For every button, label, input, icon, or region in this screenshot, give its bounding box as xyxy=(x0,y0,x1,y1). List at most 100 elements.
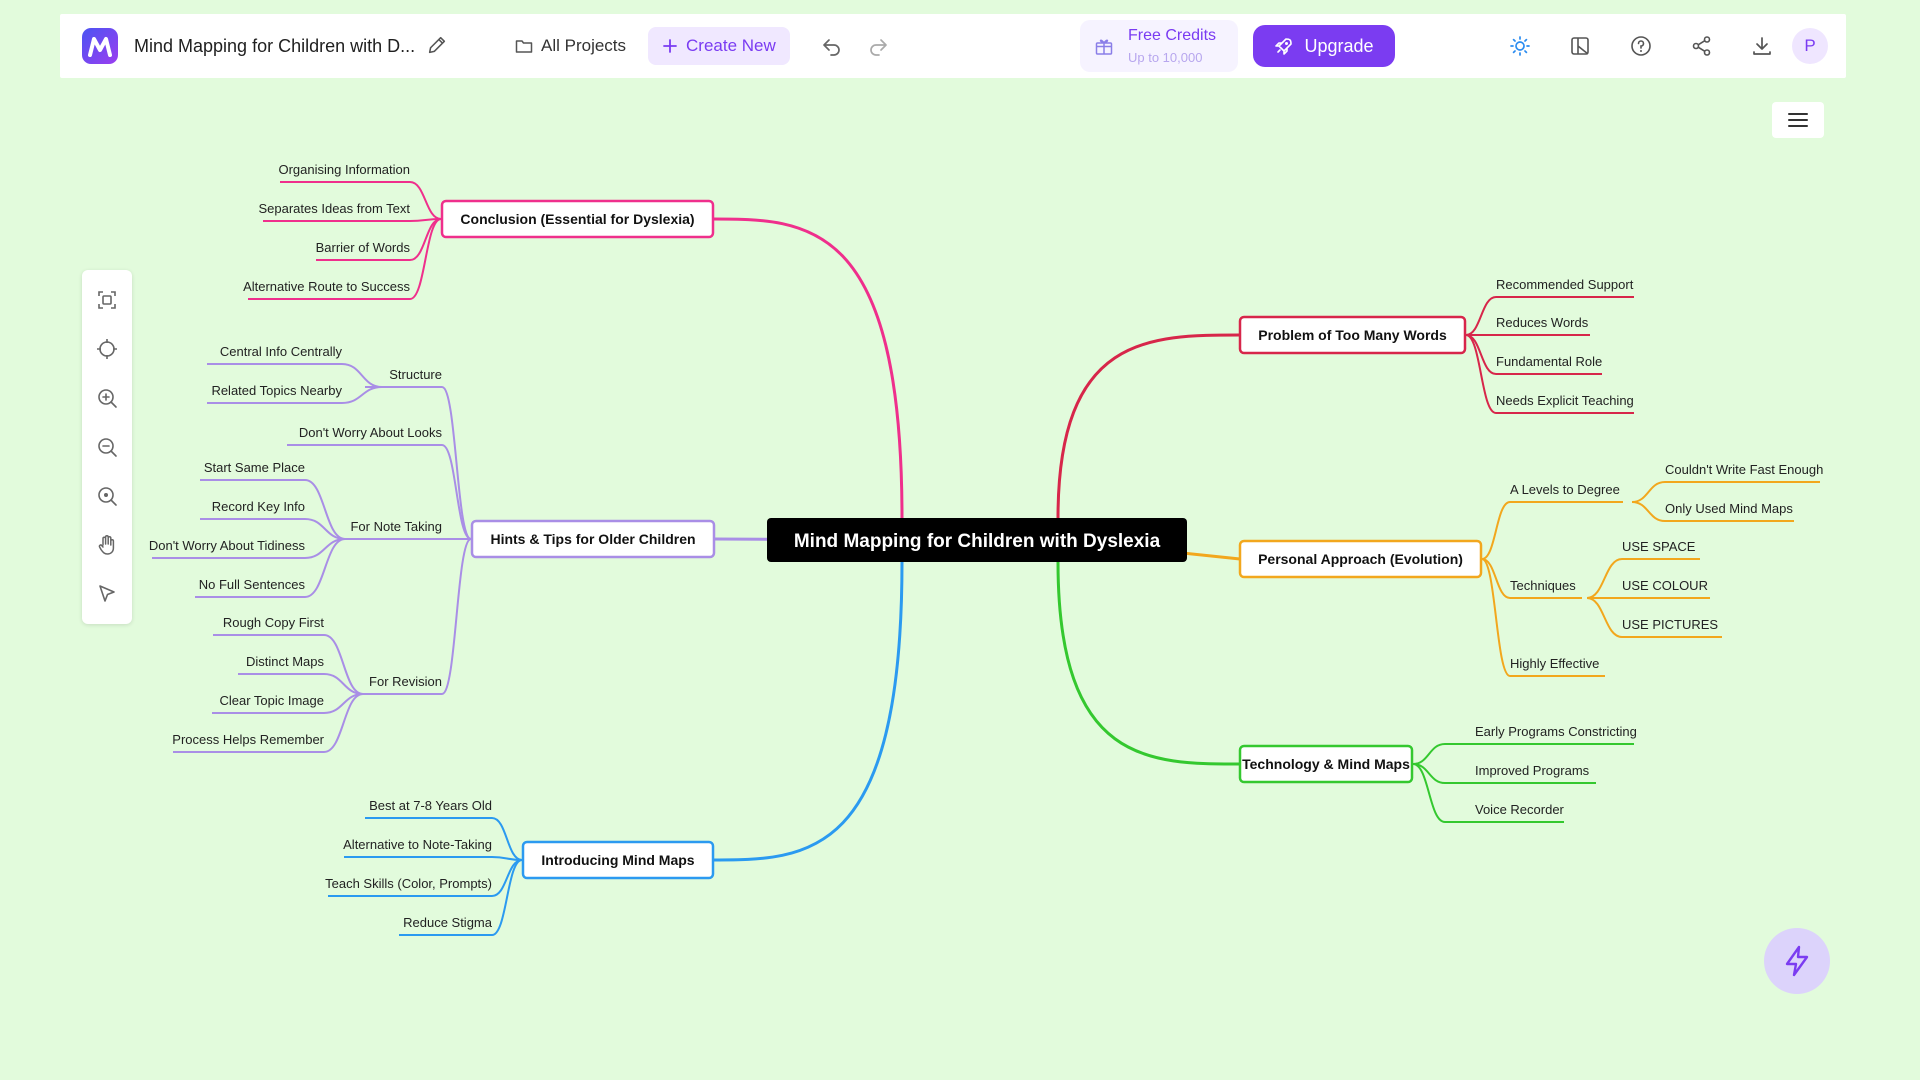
child-node-label[interactable]: A Levels to Degree xyxy=(1510,482,1620,497)
document-title[interactable]: Mind Mapping for Children with D... xyxy=(134,35,416,56)
branch-connector-intro xyxy=(712,561,904,862)
child-node-label[interactable]: For Revision xyxy=(369,674,442,689)
theme-toggle-button[interactable] xyxy=(1508,34,1532,58)
branch-node-personal[interactable]: Personal Approach (Evolution) xyxy=(1238,539,1483,579)
child-node-label[interactable]: Improved Programs xyxy=(1475,763,1590,778)
grandchild-node-label[interactable]: Clear Topic Image xyxy=(219,693,324,708)
child-node-label[interactable]: Early Programs Constricting xyxy=(1475,724,1637,739)
undo-button[interactable] xyxy=(820,34,844,58)
child-connector xyxy=(1481,558,1511,677)
download-button[interactable] xyxy=(1750,34,1774,58)
child-node-label[interactable]: Fundamental Role xyxy=(1496,354,1602,369)
child-connector xyxy=(441,538,472,695)
branch-node-box xyxy=(1238,744,1414,784)
menu-button[interactable] xyxy=(1772,102,1824,138)
child-connector xyxy=(1481,558,1511,599)
grandchild-node-label[interactable]: Don't Worry About Tidiness xyxy=(149,538,306,553)
child-node-label[interactable]: Voice Recorder xyxy=(1475,802,1565,817)
grandchild-node-label[interactable]: Distinct Maps xyxy=(246,654,325,669)
grandchild-node-label[interactable]: Process Helps Remember xyxy=(172,732,324,747)
zoom-out-button[interactable] xyxy=(95,435,119,459)
create-new-button[interactable]: Create New xyxy=(648,27,790,65)
canvas-toolbar xyxy=(82,270,132,624)
child-node-label[interactable]: Don't Worry About Looks xyxy=(299,425,443,440)
grandchild-connector xyxy=(1631,481,1666,503)
pan-tool-button[interactable] xyxy=(95,533,119,557)
branch-connector-problem xyxy=(1056,333,1241,519)
cursor-arrow-icon xyxy=(99,585,115,602)
child-connector xyxy=(441,386,472,540)
redo-button[interactable] xyxy=(866,34,890,58)
sun-icon xyxy=(1510,36,1530,56)
child-node-label[interactable]: Teach Skills (Color, Prompts) xyxy=(325,876,492,891)
zoom-in-button[interactable] xyxy=(95,386,119,410)
child-node-label[interactable]: Techniques xyxy=(1510,578,1576,593)
plus-icon xyxy=(663,39,677,53)
child-node-label[interactable]: Barrier of Words xyxy=(316,240,411,255)
layout-button[interactable] xyxy=(1568,34,1592,58)
branch-node-conclusion[interactable]: Conclusion (Essential for Dyslexia) xyxy=(440,199,715,239)
share-icon xyxy=(1692,36,1711,56)
grandchild-connector xyxy=(304,538,346,598)
root-node[interactable]: Mind Mapping for Children with Dyslexia xyxy=(767,518,1187,562)
child-node-label[interactable]: Recommended Support xyxy=(1496,277,1634,292)
branch-node-hints[interactable]: Hints & Tips for Older Children xyxy=(470,519,716,559)
all-projects-button[interactable]: All Projects xyxy=(515,28,626,64)
rocket-icon xyxy=(1275,38,1293,55)
app-logo[interactable] xyxy=(82,28,118,64)
child-connector xyxy=(491,859,523,936)
grandchild-node-label[interactable]: Record Key Info xyxy=(212,499,305,514)
branch-node-label: Conclusion (Essential for Dyslexia) xyxy=(460,211,694,227)
child-connector xyxy=(1481,501,1511,560)
grandchild-node-label[interactable]: Central Info Centrally xyxy=(220,344,343,359)
child-connector xyxy=(1412,763,1446,823)
help-button[interactable] xyxy=(1629,34,1653,58)
branch-node-box xyxy=(1238,539,1483,579)
grandchild-node-label[interactable]: USE PICTURES xyxy=(1622,617,1718,632)
child-node-label[interactable]: Structure xyxy=(389,367,442,382)
child-node-label[interactable]: Needs Explicit Teaching xyxy=(1496,393,1634,408)
root-node-box xyxy=(767,518,1187,562)
grandchild-connector xyxy=(323,693,364,753)
child-node-label[interactable]: Alternative Route to Success xyxy=(243,279,410,294)
download-icon xyxy=(1753,37,1771,55)
branch-node-technology[interactable]: Technology & Mind Maps xyxy=(1238,744,1414,784)
layout-icon xyxy=(1571,37,1589,55)
fit-view-button[interactable] xyxy=(95,288,119,312)
pencil-icon[interactable] xyxy=(426,34,448,56)
child-node-label[interactable]: Alternative to Note-Taking xyxy=(343,837,492,852)
free-credits-subtitle: Up to 10,000 xyxy=(1128,50,1203,65)
branch-node-box xyxy=(440,199,715,239)
grandchild-node-label[interactable]: USE COLOUR xyxy=(1622,578,1708,593)
redo-icon xyxy=(870,39,887,56)
center-view-button[interactable] xyxy=(95,337,119,361)
child-node-label[interactable]: Best at 7-8 Years Old xyxy=(369,798,492,813)
child-node-label[interactable]: Separates Ideas from Text xyxy=(258,201,410,216)
grandchild-node-label[interactable]: USE SPACE xyxy=(1622,539,1696,554)
child-connector xyxy=(1412,743,1446,765)
branch-node-intro[interactable]: Introducing Mind Maps xyxy=(521,840,715,880)
zoom-reset-button[interactable] xyxy=(95,484,119,508)
user-avatar[interactable]: P xyxy=(1792,28,1828,64)
share-button[interactable] xyxy=(1690,34,1714,58)
upgrade-button[interactable]: Upgrade xyxy=(1253,25,1395,67)
grandchild-node-label[interactable]: Related Topics Nearby xyxy=(211,383,342,398)
child-node-label[interactable]: Reduces Words xyxy=(1496,315,1589,330)
grandchild-node-label[interactable]: Rough Copy First xyxy=(223,615,325,630)
branch-node-label: Introducing Mind Maps xyxy=(541,852,694,868)
grandchild-node-label[interactable]: Couldn't Write Fast Enough xyxy=(1665,462,1823,477)
ai-assistant-button[interactable] xyxy=(1764,928,1830,994)
free-credits-button[interactable]: Free Credits Up to 10,000 xyxy=(1080,20,1238,72)
child-node-label[interactable]: For Note Taking xyxy=(350,519,442,534)
grandchild-node-label[interactable]: Start Same Place xyxy=(204,460,305,475)
branch-node-problem[interactable]: Problem of Too Many Words xyxy=(1238,315,1467,355)
child-node-label[interactable]: Reduce Stigma xyxy=(403,915,493,930)
child-node-label[interactable]: Organising Information xyxy=(278,162,410,177)
child-node-label[interactable]: Highly Effective xyxy=(1510,656,1599,671)
grandchild-connector xyxy=(341,363,383,388)
select-tool-button[interactable] xyxy=(95,582,119,606)
grandchild-node-label[interactable]: Only Used Mind Maps xyxy=(1665,501,1793,516)
grandchild-node-label[interactable]: No Full Sentences xyxy=(199,577,306,592)
branch-connector-conclusion xyxy=(712,217,904,519)
